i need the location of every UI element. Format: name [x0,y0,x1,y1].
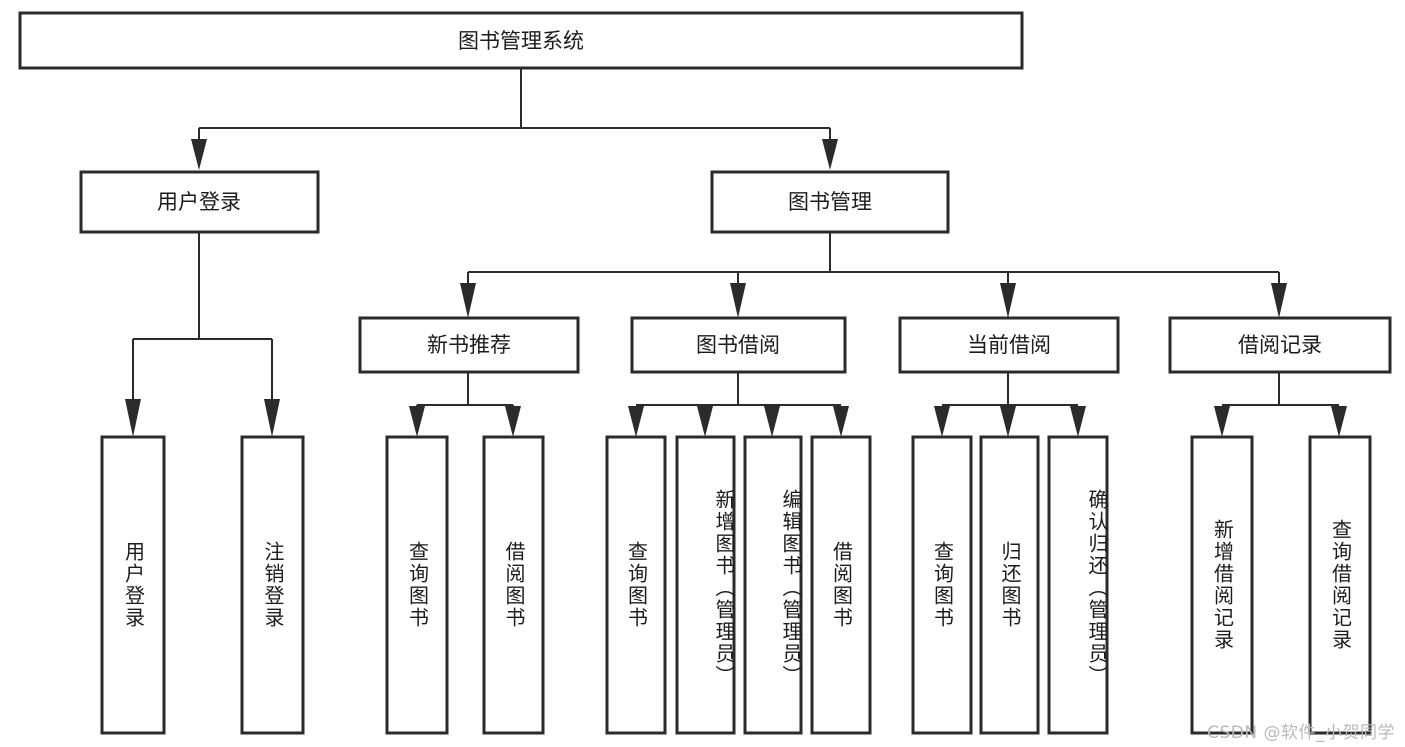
node-borrow-record[interactable]: 借阅记录 [1168,316,1392,374]
arrow-head-leaf-add-record [1214,406,1230,437]
node-borrow-record-box[interactable] [1168,316,1392,374]
arrow-head-leaf-return-book [1000,406,1016,437]
leaf-query-book-2-box[interactable] [605,435,667,735]
node-book-borrow-label: 图书借阅 [696,333,780,357]
arrow-head-leaf-logout-login [264,399,280,437]
node-root-box[interactable] [18,11,1024,70]
leaf-boxes [100,435,1372,735]
arrow-head-leaf-user-login [125,399,141,437]
arrow-head-current-borrow [1000,283,1016,318]
leaf-edit-book-box[interactable] [743,435,803,735]
node-book-manage-label: 图书管理 [788,190,872,214]
leaf-borrow-book-2-box[interactable] [810,435,872,735]
arrow-head-new-book [460,283,476,318]
node-current-borrow-label: 当前借阅 [967,333,1051,357]
arrow-head-leaf-query-book-3 [934,406,950,437]
arrow-head-leaf-edit-book [764,406,780,437]
arrow-head-leaf-borrow-book-1 [505,406,521,437]
node-root[interactable]: 图书管理系统 [18,11,1024,70]
node-book-manage[interactable]: 图书管理 [710,170,950,234]
node-current-borrow-box[interactable] [898,316,1120,374]
arrow-head-borrow-record [1271,283,1287,318]
node-new-book-recommend-label: 新书推荐 [427,333,511,357]
arrow-head-leaf-query-record [1331,406,1347,437]
leaf-query-book-1-box[interactable] [385,435,449,735]
node-new-book-recommend[interactable]: 新书推荐 [358,316,580,374]
leaf-confirm-return-box[interactable] [1047,435,1109,735]
arrow-head-leaf-confirm-return [1070,406,1086,437]
arrow-head-leaf-query-book-2 [628,406,644,437]
leaf-query-record-box[interactable] [1308,435,1372,735]
node-new-book-recommend-box[interactable] [358,316,580,374]
leaf-borrow-book-1-box[interactable] [482,435,545,735]
node-borrow-record-label: 借阅记录 [1238,333,1322,357]
leaf-logout-login-box[interactable] [240,435,305,735]
node-book-borrow-box[interactable] [630,316,847,374]
node-root-label: 图书管理系统 [458,29,584,53]
leaf-query-book-3-box[interactable] [911,435,973,735]
arrow-head-leaf-query-book-1 [409,406,425,437]
leaf-return-book-box[interactable] [979,435,1040,735]
node-book-manage-box[interactable] [710,170,950,234]
csdn-watermark: CSDN @软件_小贺同学 [1207,723,1395,743]
node-user-login[interactable]: 用户登录 [79,170,320,234]
arrow-head-book-borrow [730,283,746,318]
leaf-add-record-box[interactable] [1190,435,1254,735]
node-user-login-box[interactable] [79,170,320,234]
arrow-head-leaf-add-book [697,406,713,437]
arrow-head-leaf-borrow-book-2 [833,406,849,437]
arrow-head-book-manage [822,139,838,170]
connector-group [125,68,1347,437]
node-book-borrow[interactable]: 图书借阅 [630,316,847,374]
arrow-head-user-login [191,139,207,170]
node-user-login-label: 用户登录 [157,190,241,214]
leaf-user-login-box[interactable] [100,435,166,735]
leaf-add-book-box[interactable] [675,435,736,735]
node-current-borrow[interactable]: 当前借阅 [898,316,1120,374]
